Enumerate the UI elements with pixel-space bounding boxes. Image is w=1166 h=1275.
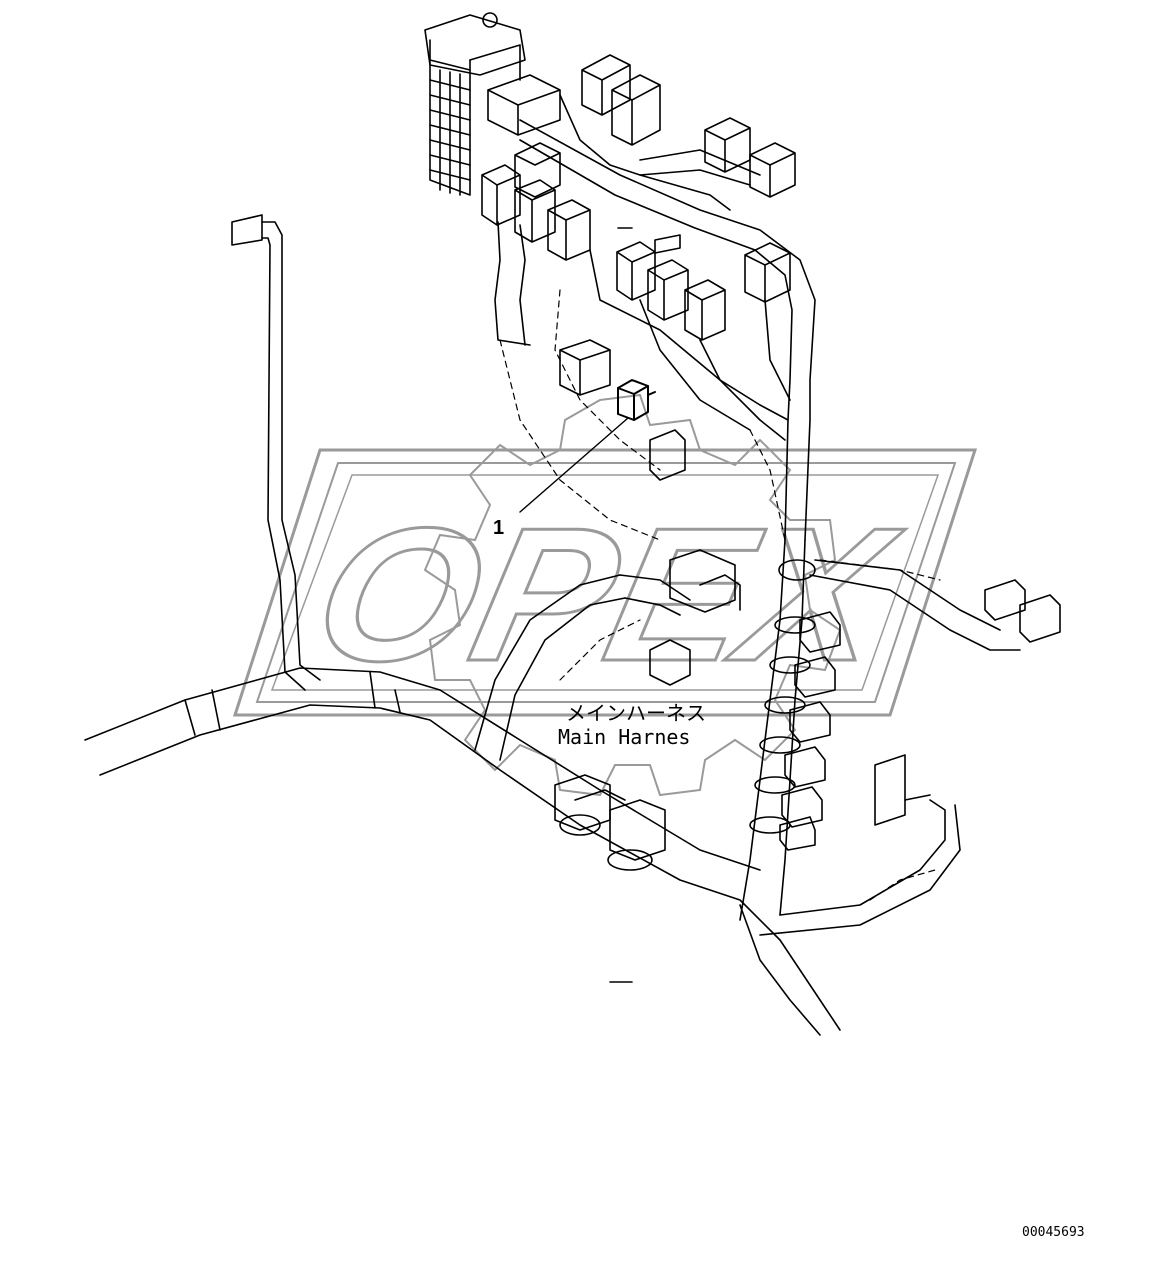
drawing-code: 00045693 [1022,1225,1085,1240]
watermark-text: OPEX [299,488,915,701]
fuse-relay-block [424,12,526,196]
center-branch [474,549,741,761]
watermark-frame-inner [255,462,957,703]
harness-label-english: Main Harnes [558,725,690,749]
watermark-logo: OPEX [232,393,978,797]
harness-linework [84,12,1061,1036]
main-trunk-harness [84,667,841,1036]
upper-connectors [481,54,796,341]
watermark-frame-outer [232,448,978,717]
watermark-frame-inner2 [270,474,940,691]
watermark-gear [423,393,842,797]
callout-1-leader [519,417,629,513]
lower-right-connector [874,754,931,826]
upper-harness-bundle [494,94,816,541]
part-1-connector [617,379,656,421]
component-cluster-center [559,339,691,686]
right-branch-connectors [809,559,1061,651]
harness-label-japanese: メインハーネス [566,701,706,725]
trunk-clamp-connectors [554,774,666,871]
left-branch-wire [231,214,321,691]
right-vertical-trunk [739,539,961,936]
callout-1-number: 1 [493,517,504,539]
